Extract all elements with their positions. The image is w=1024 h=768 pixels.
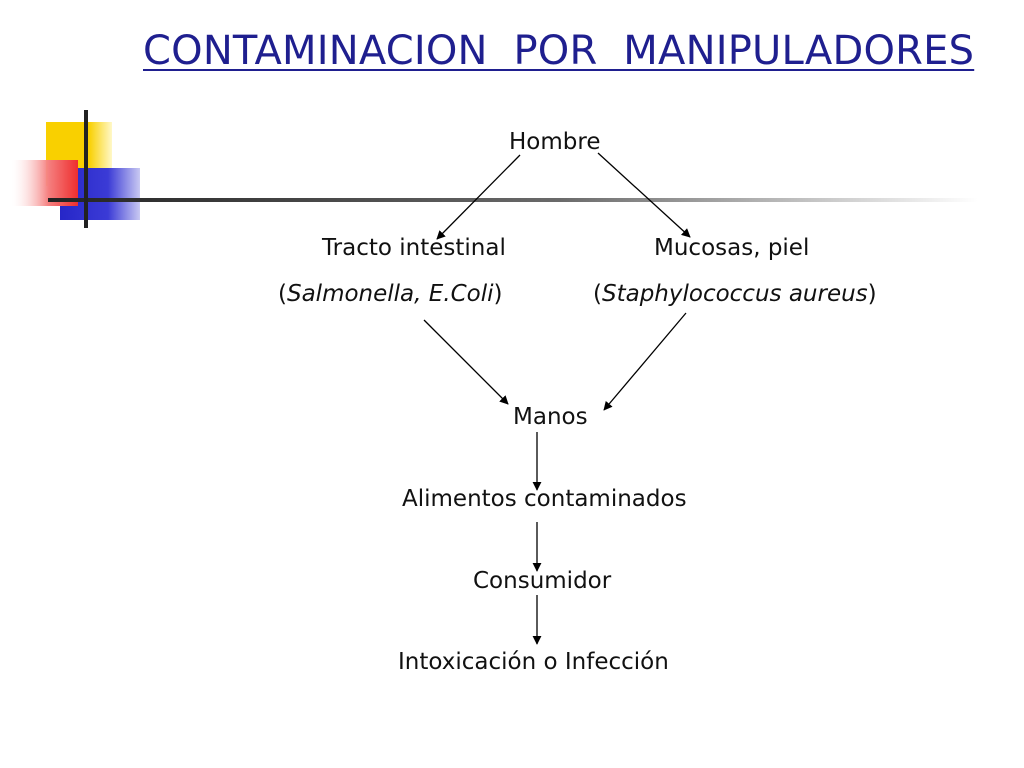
arrow-mucosas-to-manos bbox=[603, 312, 687, 411]
node-alimentos-contaminados: Alimentos contaminados bbox=[402, 486, 687, 512]
paren-open: ( bbox=[593, 281, 602, 307]
left-branch-organisms: Salmonella, E.Coli bbox=[286, 281, 494, 307]
deco-horizontal-line bbox=[48, 198, 978, 202]
arrow-tracto-to-manos bbox=[423, 319, 509, 405]
paren-close: ) bbox=[493, 281, 503, 307]
right-branch-organisms: Staphylococcus aureus bbox=[601, 281, 868, 307]
node-hombre: Hombre bbox=[509, 129, 601, 155]
node-tracto-intestinal: Tracto intestinal bbox=[322, 235, 506, 261]
node-intoxicacion-infeccion: Intoxicación o Infección bbox=[398, 649, 669, 675]
node-mucosas-examples: (Staphylococcus aureus) bbox=[593, 283, 877, 306]
paren-open: ( bbox=[278, 281, 287, 307]
node-mucosas-piel: Mucosas, piel bbox=[654, 235, 810, 261]
node-consumidor: Consumidor bbox=[473, 568, 612, 594]
corner-decoration bbox=[12, 110, 978, 228]
arrow-hombre-to-tracto bbox=[436, 154, 521, 240]
node-tracto-examples: (Salmonella, E.Coli) bbox=[278, 283, 503, 306]
paren-close: ) bbox=[867, 281, 877, 307]
deco-vertical-line bbox=[84, 110, 88, 228]
node-manos: Manos bbox=[513, 404, 588, 430]
arrow-hombre-to-mucosas bbox=[597, 152, 691, 238]
slide-title: CONTAMINACION POR MANIPULADORES bbox=[143, 28, 975, 74]
